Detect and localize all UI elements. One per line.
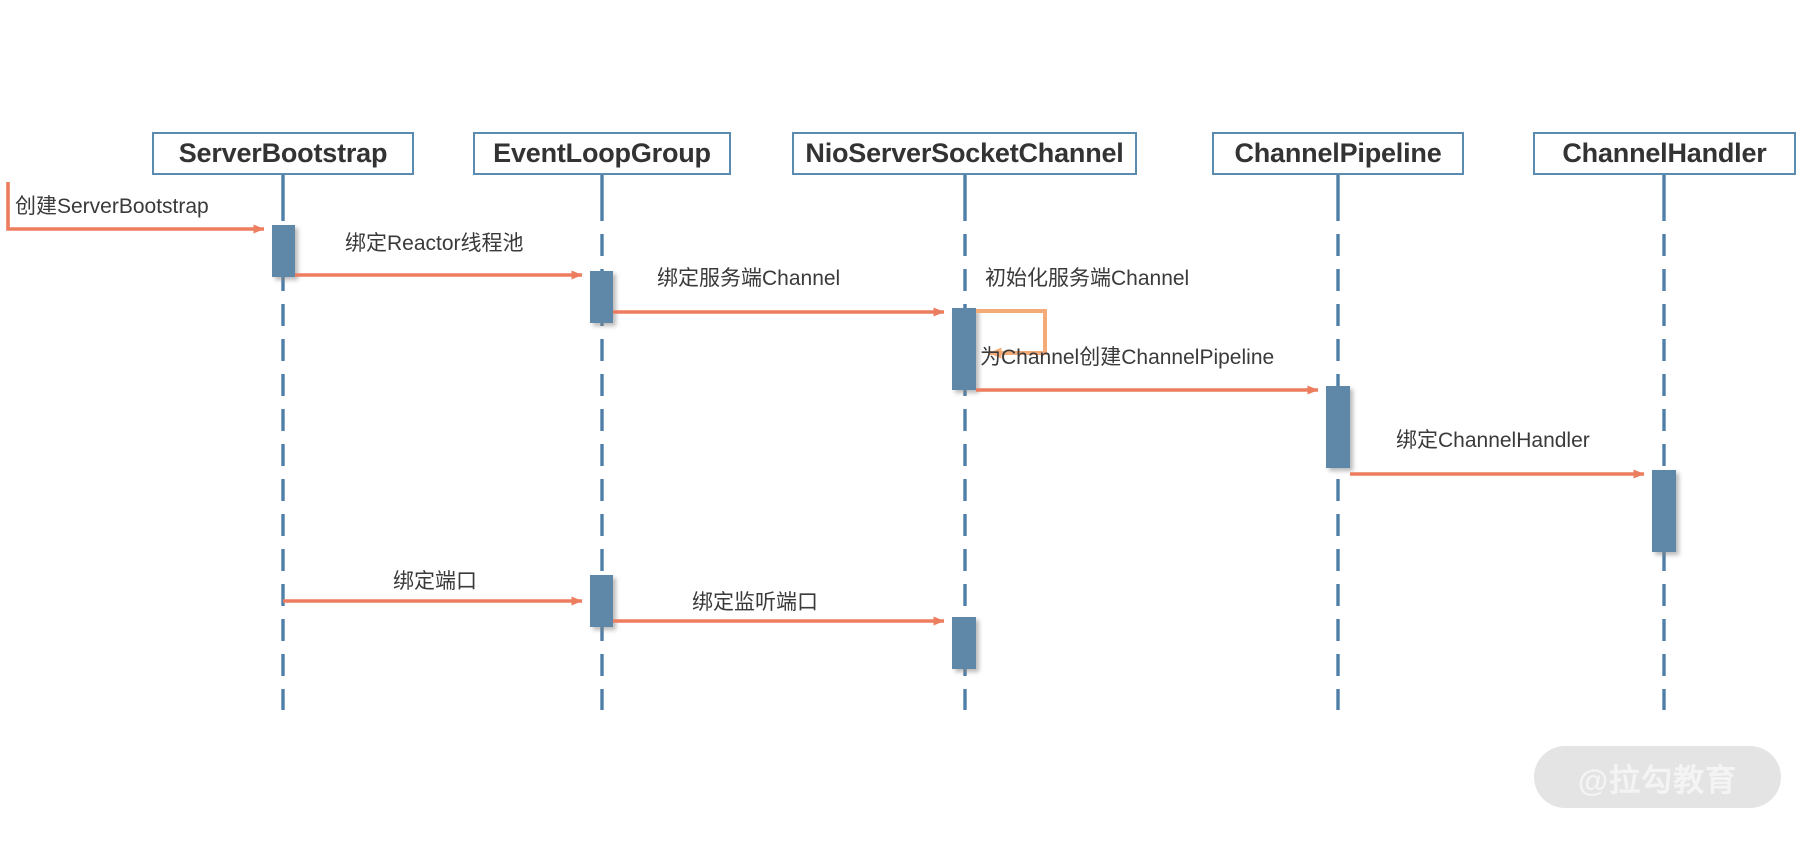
activation-bar-eventloopgroup-2 <box>590 575 613 627</box>
participant-label: EventLoopGroup <box>493 138 711 168</box>
message-label-init-server-channel: 初始化服务端Channel <box>985 267 1190 290</box>
message-label-bind-server-channel: 绑定服务端Channel <box>657 267 841 290</box>
activation-bar-nioserversocketchannel-2 <box>952 617 976 669</box>
activation-bar-channelpipeline <box>1326 386 1350 468</box>
message-arrows-group <box>6 182 1645 626</box>
arrow-create-serverbootstrap <box>6 182 265 234</box>
activation-bar-serverbootstrap <box>272 225 295 277</box>
participant-channelhandler[interactable]: ChannelHandler <box>1533 132 1796 175</box>
message-label-create-serverbootstrap: 创建ServerBootstrap <box>15 195 209 218</box>
activation-bar-channelhandler <box>1652 470 1676 552</box>
activation-bars-group <box>272 225 1676 669</box>
participant-serverbootstrap[interactable]: ServerBootstrap <box>152 132 414 175</box>
participant-nioserversocketchannel[interactable]: NioServerSocketChannel <box>792 132 1137 175</box>
watermark: @拉勾教育 <box>1534 746 1781 808</box>
self-message-arrows-group <box>976 309 1047 359</box>
participant-eventloopgroup[interactable]: EventLoopGroup <box>473 132 731 175</box>
participant-channelpipeline[interactable]: ChannelPipeline <box>1212 132 1464 175</box>
message-label-bind-reactor-threadpool: 绑定Reactor线程池 <box>345 232 524 255</box>
watermark-text: @拉勾教育 <box>1577 762 1738 798</box>
message-label-bind-listen-port: 绑定监听端口 <box>692 591 818 614</box>
activation-bar-eventloopgroup-1 <box>590 271 613 323</box>
participant-label: ServerBootstrap <box>178 138 388 168</box>
arrow-init-server-channel-selfloop <box>976 309 1047 359</box>
participant-label: ChannelHandler <box>1562 138 1767 168</box>
participant-label: ChannelPipeline <box>1234 138 1442 168</box>
participant-label: NioServerSocketChannel <box>805 138 1124 168</box>
activation-bar-nioserversocketchannel-1 <box>952 308 976 390</box>
message-label-bind-port: 绑定端口 <box>393 570 477 593</box>
message-label-bind-channelhandler: 绑定ChannelHandler <box>1396 429 1590 452</box>
message-label-create-channelpipeline: 为Channel创建ChannelPipeline <box>980 346 1275 369</box>
